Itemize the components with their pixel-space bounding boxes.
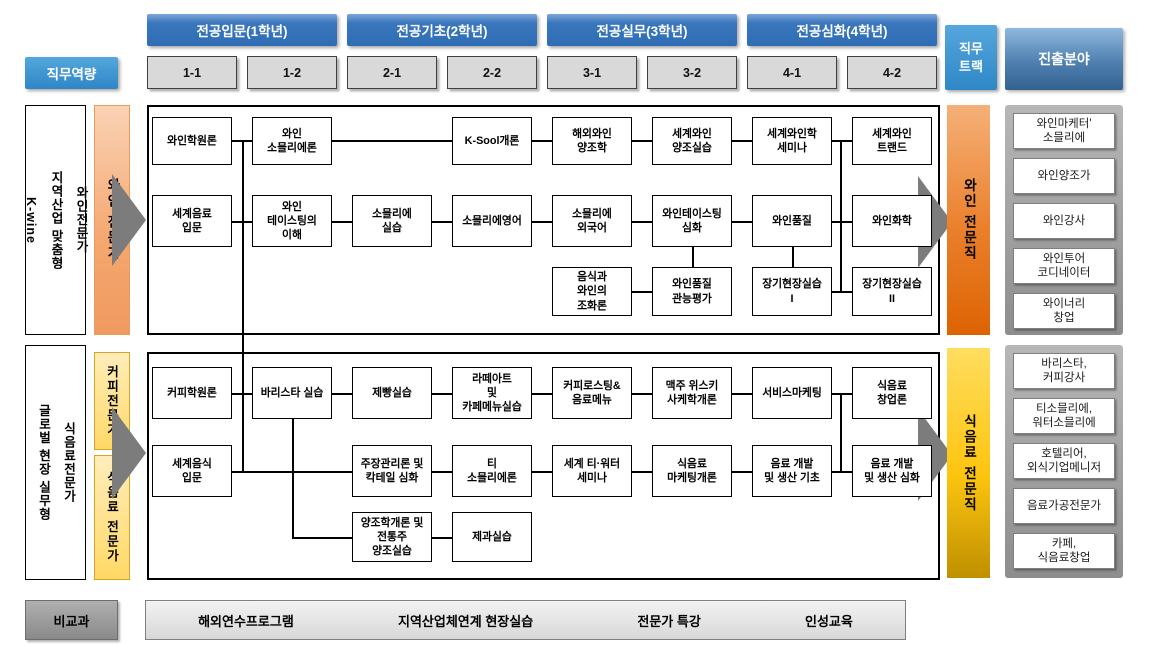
- career-box: 음료가공전문가: [1013, 488, 1115, 524]
- semester-box: 2-2: [447, 56, 537, 89]
- competency-header: 직무역량: [25, 57, 118, 89]
- connector-line: [432, 537, 452, 539]
- course-box: 식음료 마케팅개론: [652, 445, 732, 497]
- career-box: 카페, 식음료창업: [1013, 533, 1115, 569]
- connector-line: [232, 140, 852, 142]
- career-box: 와인양조가: [1013, 158, 1115, 194]
- food-flow-arrow: [112, 407, 146, 499]
- year-header-4: 전공심화(4학년): [747, 14, 937, 46]
- course-box: 세계와인학 세미나: [752, 117, 832, 165]
- course-box: 세계음식 입문: [152, 445, 232, 497]
- course-box: 해외와인 양조학: [552, 117, 632, 165]
- course-box: 와인 소믈리에론: [252, 117, 332, 165]
- course-box: 바리스타 실습: [252, 367, 332, 419]
- course-box: 제과실습: [452, 512, 532, 562]
- course-box: 장기현장실습 II: [852, 267, 932, 316]
- semester-box: 1-2: [247, 56, 337, 89]
- year-header-2: 전공기초(2학년): [347, 14, 537, 46]
- course-box: 맥주 위스키 사케학개론: [652, 367, 732, 419]
- connector-line: [292, 419, 294, 537]
- field-header: 진출분야: [1005, 28, 1123, 90]
- course-box: 서비스마케팅: [752, 367, 832, 419]
- connector-line: [242, 140, 244, 471]
- year-header-3: 전공실무(3학년): [547, 14, 737, 46]
- course-box: 소믈리에영어: [452, 195, 532, 247]
- connector-line: [692, 247, 694, 267]
- course-box: 소믈리에 실습: [352, 195, 432, 247]
- course-box: 세계와인 양조실습: [652, 117, 732, 165]
- course-box: 와인품질 관능평가: [652, 267, 732, 316]
- course-box: 와인테이스팅 심화: [652, 195, 732, 247]
- career-box: 호텔리어, 외식기업메니저: [1013, 443, 1115, 479]
- course-box: 제빵실습: [352, 367, 432, 419]
- connector-line: [792, 247, 794, 267]
- connector-line: [232, 221, 852, 223]
- career-box: 와인강사: [1013, 203, 1115, 239]
- career-box: 티소믈리에, 워터소믈리에: [1013, 398, 1115, 434]
- course-box: 와인품질: [752, 195, 832, 247]
- track-header: 직무 트랙: [945, 25, 997, 90]
- extracurricular-bar: 해외연수프로그램 지역산업체연계 현장실습 전문가 특강 인성교육: [145, 600, 906, 640]
- course-box: 주장관리론 및 칵테일 심화: [352, 445, 432, 497]
- course-box: 티 소믈리에론: [452, 445, 532, 497]
- extracurricular-label: 비교과: [25, 600, 118, 640]
- career-box: 와인마케터' 소믈리에: [1013, 113, 1115, 149]
- connector-line: [632, 291, 652, 293]
- course-box: 장기현장실습 I: [752, 267, 832, 316]
- food-track-bar: 식음료 전문직: [947, 348, 990, 578]
- connector-line: [840, 140, 842, 291]
- extracurricular-item: 해외연수프로그램: [198, 613, 294, 629]
- year-header-1: 전공입문(1학년): [147, 14, 337, 46]
- semester-box: 1-1: [147, 56, 237, 89]
- wine-group-label: 와인전문가 지역산업 맞춤형 K-wine: [24, 105, 88, 335]
- food-group-label: 식음료전문가 글로벌 현장 실무형: [25, 345, 86, 580]
- semester-box: 3-2: [647, 56, 737, 89]
- semester-box: 3-1: [547, 56, 637, 89]
- course-box: 세계음료 입문: [152, 195, 232, 247]
- course-box: 세계 티·워터 세미나: [552, 445, 632, 497]
- course-box: 음료 개발 및 생산 심화: [852, 445, 932, 497]
- course-box: 와인화학: [852, 195, 932, 247]
- course-box: 세계와인 트랜드: [852, 117, 932, 165]
- extracurricular-item: 인성교육: [805, 613, 853, 629]
- career-box: 와이너리 창업: [1013, 293, 1115, 329]
- course-box: 양조학개론 및 전통주 양조실습: [352, 512, 432, 562]
- course-box: 와인 테이스팅의 이해: [252, 195, 332, 247]
- course-box: 음료 개발 및 생산 기초: [752, 445, 832, 497]
- semester-box: 4-2: [847, 56, 937, 89]
- semester-box: 2-1: [347, 56, 437, 89]
- wine-track-bar: 와인 전문직: [947, 105, 990, 335]
- course-box: K-Sool개론: [452, 117, 532, 165]
- career-box: 와인투어 코디네이터: [1013, 248, 1115, 284]
- course-box: 음식과 와인의 조화론: [552, 267, 632, 316]
- course-box: 커피로스팅& 음료메뉴: [552, 367, 632, 419]
- connector-line: [832, 291, 852, 293]
- course-box: 라떼아트 및 카페메뉴실습: [452, 367, 532, 419]
- connector-line: [232, 471, 852, 473]
- connector-line: [840, 393, 842, 471]
- wine-flow-arrow: [112, 174, 146, 266]
- connector-line: [292, 537, 352, 539]
- extracurricular-item: 전문가 특강: [637, 613, 701, 629]
- extracurricular-item: 지역산업체연계 현장실습: [397, 613, 534, 629]
- course-box: 소믈리에 외국어: [552, 195, 632, 247]
- course-box: 와인학원론: [152, 117, 232, 165]
- semester-box: 4-1: [747, 56, 837, 89]
- course-box: 커피학원론: [152, 367, 232, 419]
- course-box: 식음료 창업론: [852, 367, 932, 419]
- connector-line: [232, 393, 852, 395]
- career-box: 바리스타, 커피강사: [1013, 353, 1115, 389]
